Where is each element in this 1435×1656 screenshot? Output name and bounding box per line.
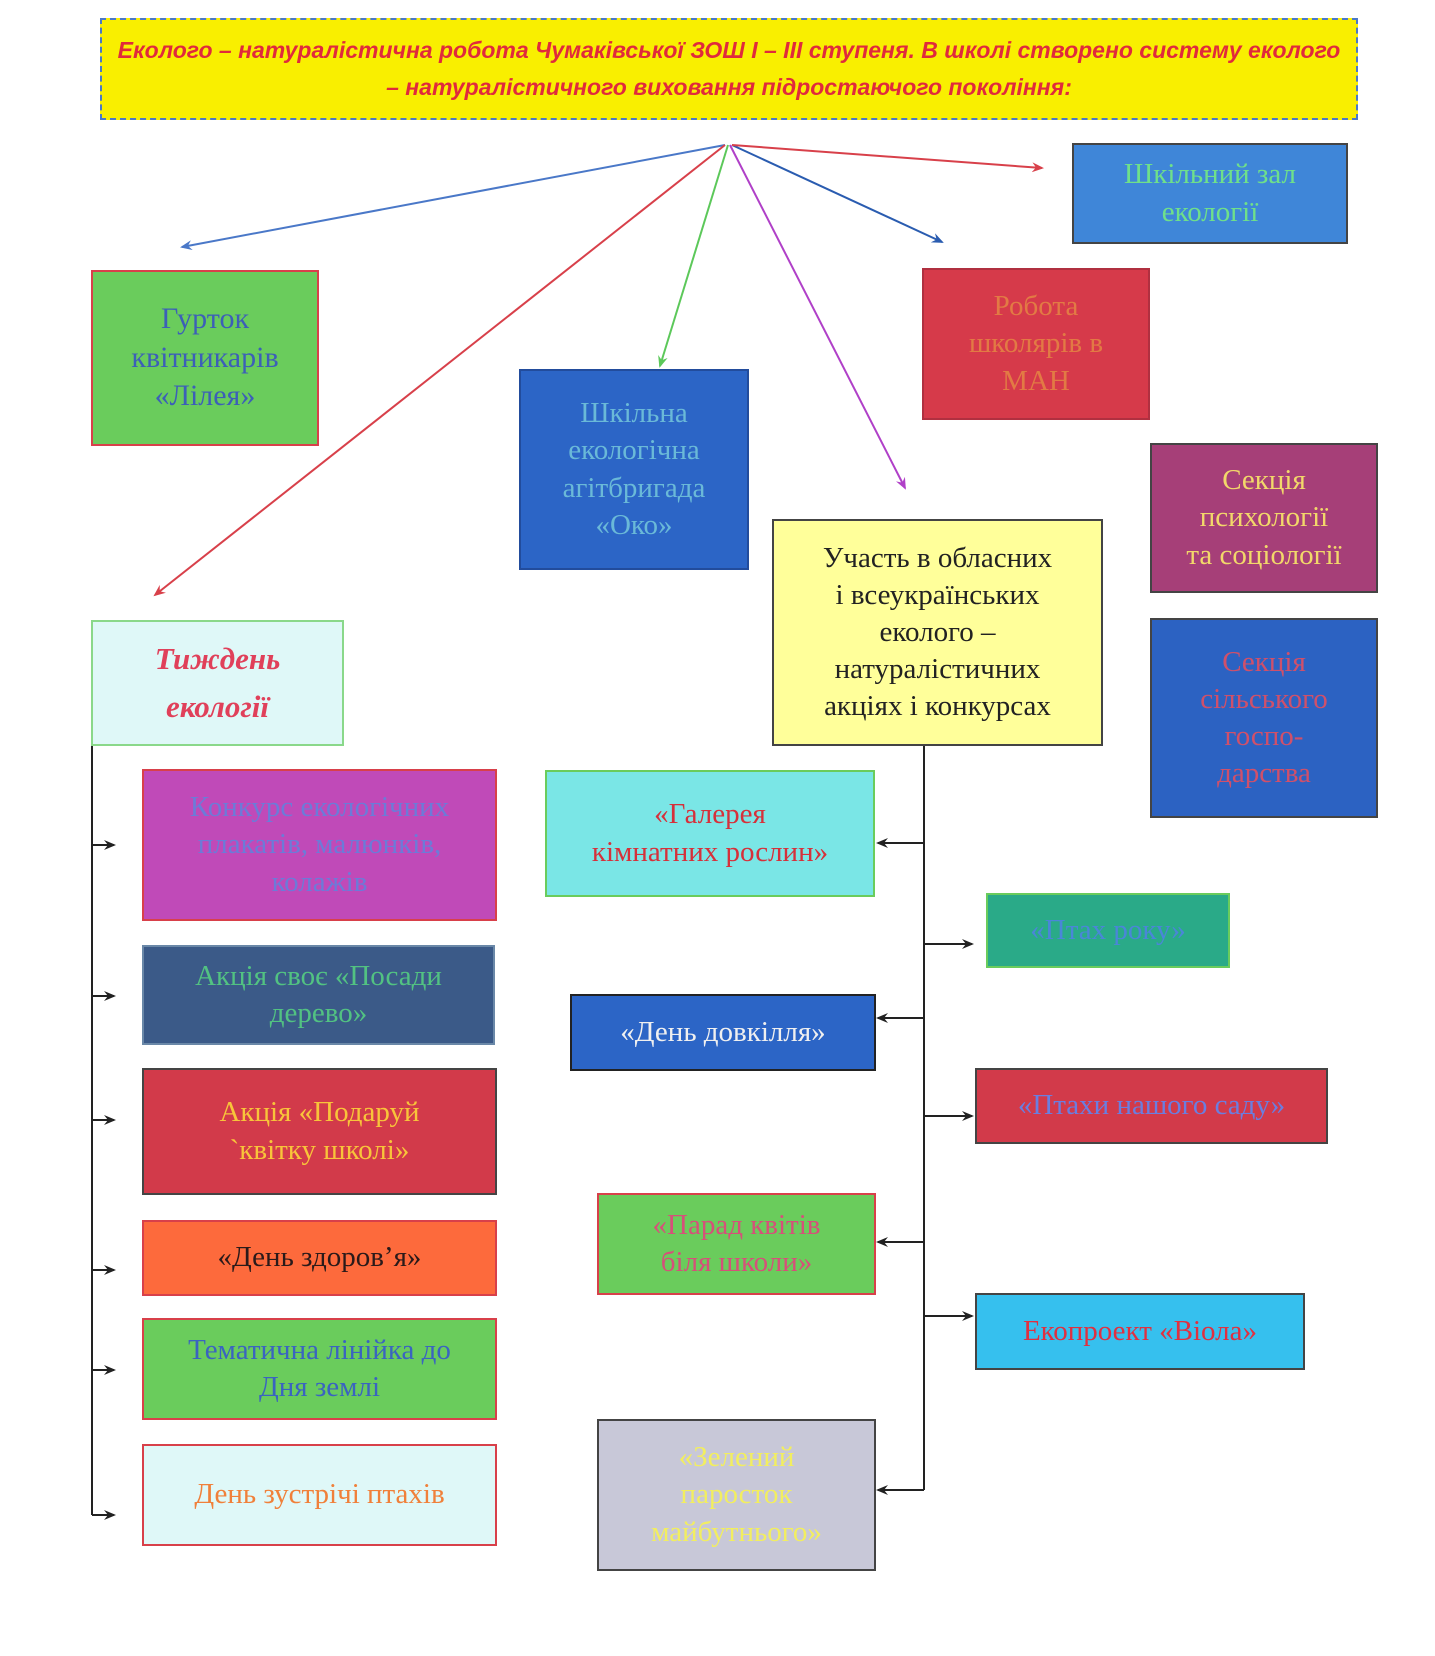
arrow-to-zal [731, 144, 1044, 173]
left-item: День зустрічі птахів [142, 1444, 497, 1546]
left-item: Акція своє «Посади дерево» [142, 945, 495, 1045]
node-shkilnyi-zal: Шкільний зал екології [1072, 143, 1348, 244]
mid-item: «Парад квітів біля школи» [597, 1193, 876, 1295]
arrow-to-uchast [729, 144, 906, 490]
node-robota-man: Робота школярів в МАН [922, 268, 1150, 420]
node-agitbryhada-oko: Шкільна екологічна агітбригада «Око» [519, 369, 749, 570]
diagram-title: Еколого – натуралістична робота Чумаківс… [100, 18, 1358, 120]
mid-item: «Галерея кімнатних рослин» [545, 770, 875, 897]
left-item: Конкурс екологічних плакатів, малюнків, … [142, 769, 497, 921]
arrow-to-gurtok [180, 144, 726, 251]
left-item: «День здоров’я» [142, 1220, 497, 1296]
node-gurtok-liliia: Гурток квітникарів «Лілея» [91, 270, 319, 446]
right-item: «Птахи нашого саду» [975, 1068, 1328, 1144]
node-sektsiia-psykholohii: Секція психології та соціології [1150, 443, 1378, 593]
mid-item: «Зелений паросток майбутнього» [597, 1419, 876, 1571]
node-uchast-aktsiiakh: Участь в обласних і всеукраїнських еколо… [772, 519, 1103, 746]
node-sektsiia-silskoho: Секція сільського госпо- дарства [1150, 618, 1378, 818]
arrow-to-man [731, 144, 944, 243]
right-item: Екопроект «Віола» [975, 1293, 1305, 1370]
arrow-to-agit [658, 144, 729, 368]
mid-item: «День довкілля» [570, 994, 876, 1071]
right-item: «Птах року» [986, 893, 1230, 968]
left-item: Акція «Подаруй `квітку школі» [142, 1068, 497, 1195]
left-item: Тематична лінійка до Дня землі [142, 1318, 497, 1420]
node-tyzhden-ekolohii: Тиждень екології [91, 620, 344, 746]
arrow-to-tyzhden [153, 144, 726, 597]
